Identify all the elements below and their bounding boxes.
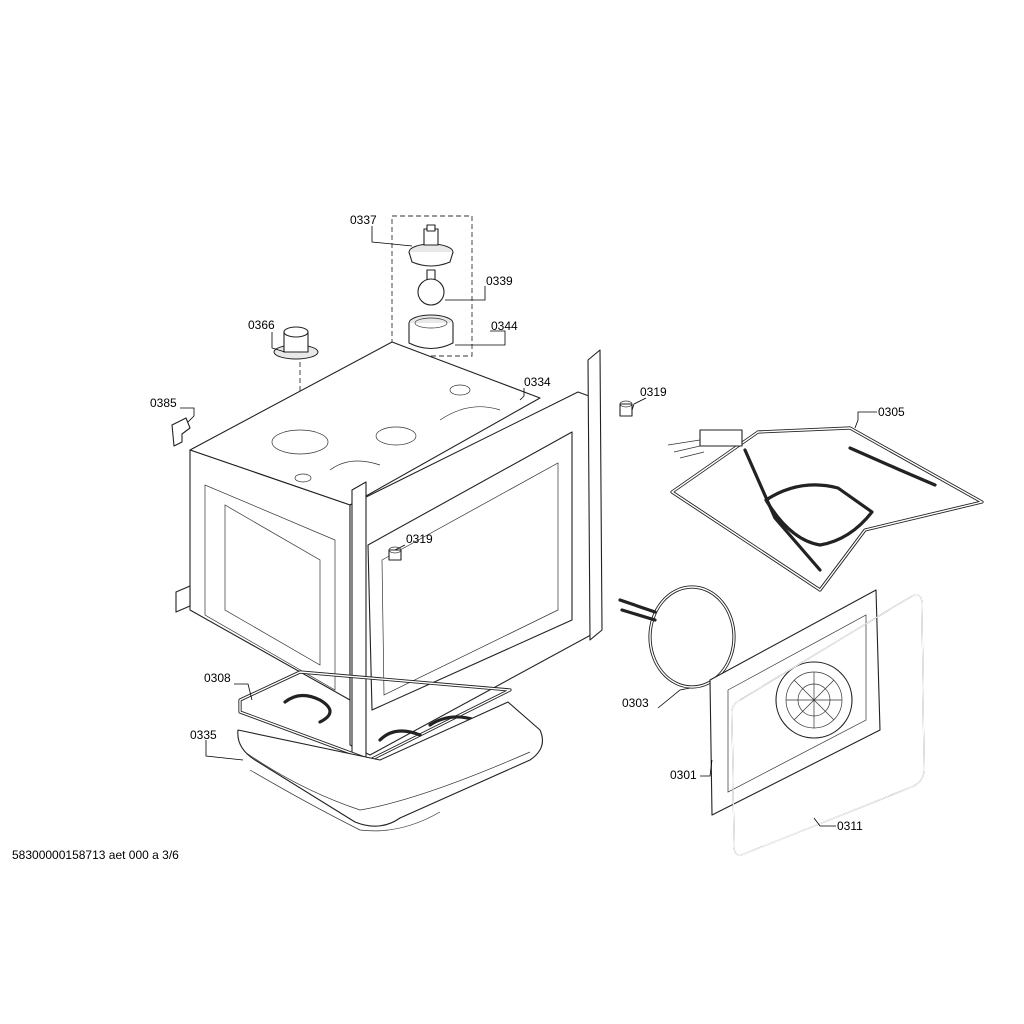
part-label-0319-right: 0319 bbox=[640, 385, 667, 399]
top-heater-part bbox=[667, 426, 984, 592]
door-seal-part bbox=[731, 594, 925, 856]
part-label-0308: 0308 bbox=[204, 671, 231, 685]
leader-lines bbox=[180, 226, 877, 827]
part-label-0337: 0337 bbox=[350, 213, 377, 227]
part-labels: 0337 0339 0344 0366 0334 0319 0385 0305 … bbox=[150, 213, 905, 833]
document-code: 58300000158713 aet 000 a 3/6 bbox=[12, 848, 179, 862]
oven-cavity-part bbox=[171, 341, 603, 776]
part-label-0366: 0366 bbox=[248, 318, 275, 332]
part-label-0301: 0301 bbox=[670, 768, 697, 782]
back-panel-part bbox=[709, 589, 881, 816]
lamp-bulb-part bbox=[417, 269, 445, 306]
part-label-0385: 0385 bbox=[150, 396, 177, 410]
bottom-heater-part bbox=[238, 670, 512, 762]
fan-cover-part bbox=[273, 326, 319, 440]
part-label-0311: 0311 bbox=[837, 819, 863, 833]
part-label-0344: 0344 bbox=[491, 319, 518, 333]
part-label-0305: 0305 bbox=[878, 405, 905, 419]
lamp-socket-part bbox=[408, 224, 454, 267]
ring-heater-part bbox=[618, 585, 736, 689]
insulation-part bbox=[237, 701, 543, 832]
part-label-0335: 0335 bbox=[190, 728, 217, 742]
lamp-cover-part bbox=[408, 314, 454, 350]
part-label-0319-cavity: 0319 bbox=[406, 532, 433, 546]
bracket-part bbox=[171, 417, 191, 447]
part-label-0303: 0303 bbox=[622, 696, 649, 710]
part-label-0334: 0334 bbox=[524, 375, 551, 389]
part-label-0339: 0339 bbox=[486, 274, 513, 288]
lamp-holder-right-part bbox=[619, 400, 633, 417]
